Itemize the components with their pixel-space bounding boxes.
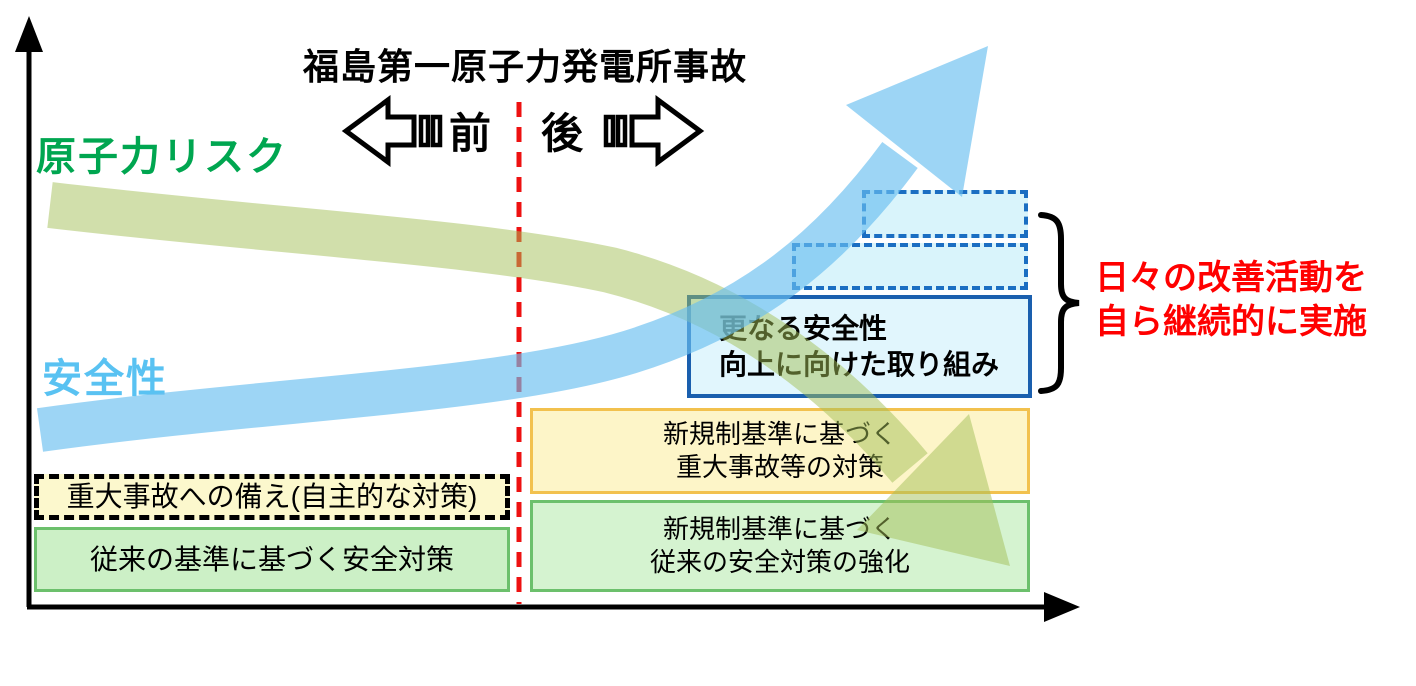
striped-right-arrow-icon (629, 95, 705, 167)
y-axis-arrowhead-icon (15, 16, 43, 52)
conventional-safety-box: 従来の基準に基づく安全対策 (34, 527, 510, 592)
brace-icon (1038, 212, 1080, 394)
striped-right-arrow-stripe-icon (603, 114, 616, 148)
striped-left-arrow-icon (341, 95, 417, 167)
conventional-safety-label: 従来の基準に基づく安全対策 (89, 543, 454, 575)
new-reg-severe-line1: 新規制基準に基づく (662, 418, 897, 449)
nuclear-risk-label: 原子力リスク (36, 135, 288, 179)
future-improvement-box-1 (792, 243, 1028, 290)
after-label: 後 (541, 110, 584, 157)
further-safety-box: 更なる安全性 向上に向けた取り組み (687, 295, 1032, 398)
new-regulation-severe-accident-box: 新規制基準に基づく 重大事故等の対策 (530, 408, 1030, 494)
striped-left-arrow-stripe-icon (430, 114, 443, 148)
safety-label: 安全性 (42, 357, 168, 401)
continuous-improvement-annotation: 日々の改善活動を 自ら継続的に実施 (1095, 256, 1367, 344)
new-regulation-conventional-box: 新規制基準に基づく 従来の安全対策の強化 (530, 500, 1030, 592)
before-label: 前 (449, 110, 492, 157)
further-safety-line1: 更なる安全性 (719, 312, 888, 344)
striped-right-arrow-stripe-icon (615, 114, 628, 148)
new-reg-conventional-line1: 新規制基準に基づく (662, 513, 897, 544)
safety-trend-arrowhead-icon (846, 46, 988, 197)
annotation-line1: 日々の改善活動を (1095, 259, 1367, 297)
striped-left-arrow-stripe-icon (418, 114, 431, 148)
new-reg-conventional-line2: 従来の安全対策の強化 (649, 547, 910, 577)
annotation-line2: 自ら継続的に実施 (1095, 303, 1367, 341)
future-improvement-box-2 (862, 190, 1028, 238)
diagram-title: 福島第一原子力発電所事故 (302, 46, 747, 87)
x-axis-arrowhead-icon (1044, 592, 1080, 622)
severe-accident-preparedness-label: 重大事故への備え(自主的な対策) (66, 481, 478, 513)
new-reg-severe-line2: 重大事故等の対策 (675, 452, 884, 482)
severe-accident-preparedness-box: 重大事故への備え(自主的な対策) (34, 474, 510, 520)
further-safety-line2: 向上に向けた取り組み (719, 348, 1000, 380)
